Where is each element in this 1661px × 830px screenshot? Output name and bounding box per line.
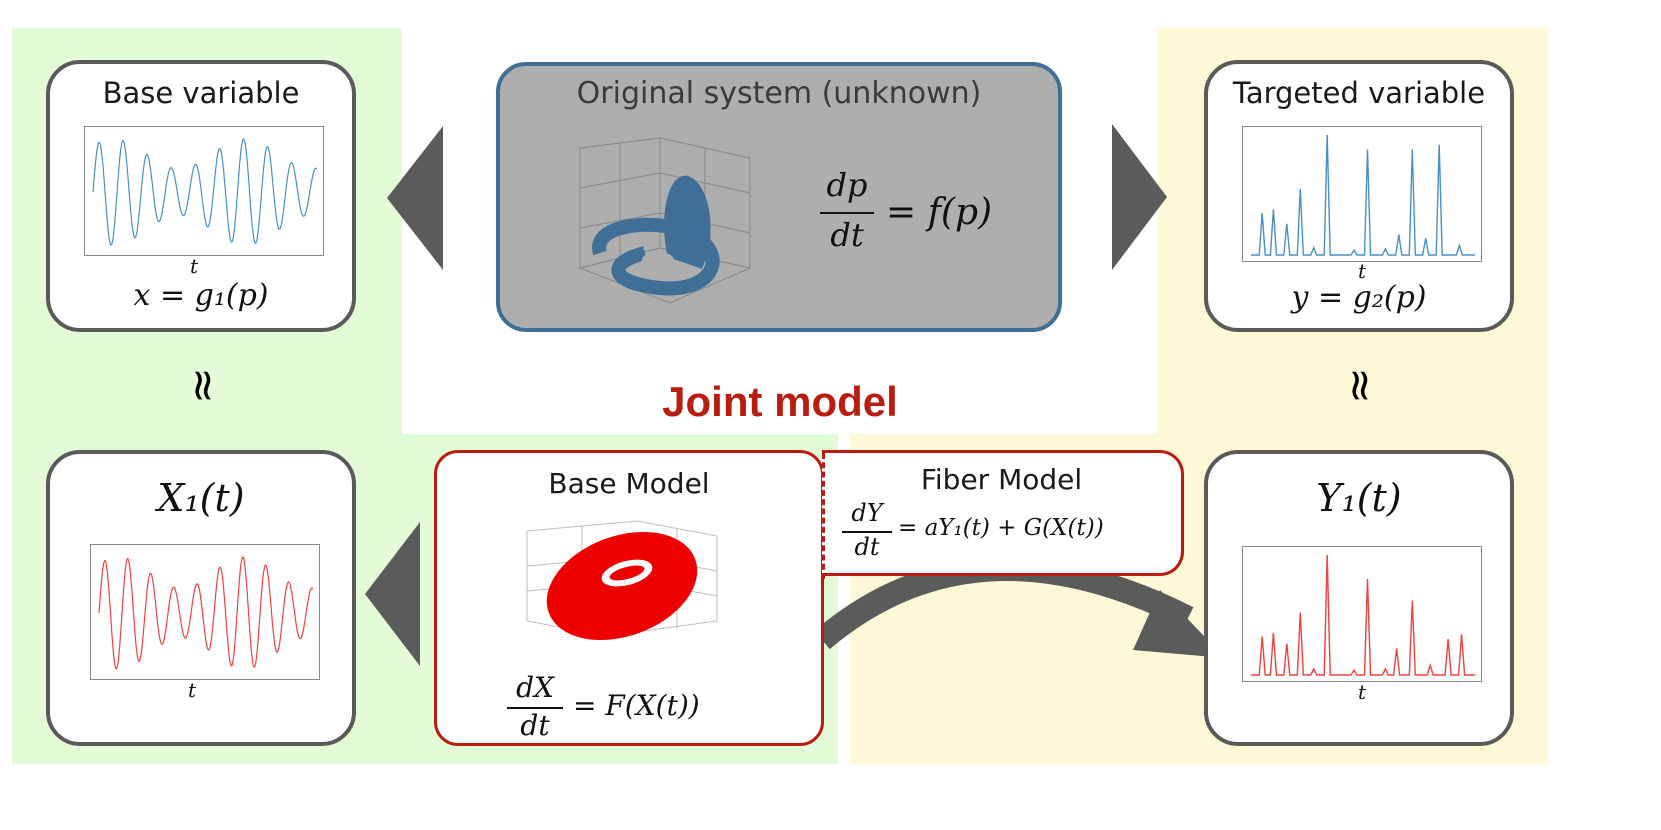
x1-card: X₁(t) t <box>46 450 356 746</box>
base-model-eq-denominator: dt <box>520 709 550 742</box>
base-variable-axis-label: t <box>190 254 199 278</box>
base-model-equation: dX dt = F(X(t)) <box>507 671 787 745</box>
targeted-variable-plot <box>1242 126 1482 262</box>
joint-model-label: Joint model <box>662 378 898 425</box>
base-variable-card: Base variable t x = g₁(p) <box>46 60 356 332</box>
approx-symbol-left: ≈ <box>177 367 229 404</box>
original-eq-fraction-bar <box>820 212 874 214</box>
attractor-3d-icon <box>578 137 752 304</box>
fiber-model-eq-rhs: = aY₁(t) + G(X(t)) <box>898 515 1104 541</box>
fiber-model-equation: dY dt = aY₁(t) + G(X(t)) <box>842 499 1178 573</box>
curved-arrow-head-icon <box>1133 590 1225 658</box>
left-triangle-arrow-icon <box>387 126 443 270</box>
attractor-3d-icon <box>526 520 718 641</box>
fiber-model-card: Fiber Model dY dt = aY₁(t) + G(X(t)) <box>822 450 1184 579</box>
fiber-model-eq-numerator: dY <box>851 499 883 527</box>
fiber-model-divider <box>822 453 825 579</box>
y1-axis-label: t <box>1358 680 1367 704</box>
original-eq-numerator: dp <box>826 166 868 204</box>
approx-symbol-right: ≈ <box>1334 367 1386 404</box>
base-model-eq-numerator: dX <box>516 671 554 704</box>
targeted-variable-axis-label: t <box>1358 259 1367 283</box>
fiber-model-eq-denominator: dt <box>854 533 880 561</box>
y1-card: Y₁(t) t <box>1204 450 1514 746</box>
right-triangle-arrow-icon <box>1112 124 1167 270</box>
x1-axis-label: t <box>188 678 197 702</box>
base-variable-equation: x = g₁(p) <box>133 278 269 313</box>
signal-line <box>98 556 314 670</box>
y1-title: Y₁(t) <box>1316 476 1402 520</box>
targeted-variable-signal <box>1251 134 1475 256</box>
fiber-model-eq-fraction-bar <box>842 531 892 533</box>
targeted-variable-title: Targeted variable <box>1232 76 1486 110</box>
x1-title: X₁(t) <box>157 476 245 520</box>
x1-plot <box>90 544 320 680</box>
base-variable-title: Base variable <box>102 76 300 110</box>
base-variable-plot <box>84 126 324 256</box>
original-system-title: Original system (unknown) <box>576 76 982 111</box>
base-model-card: Base Model dX dt = F(X(t)) <box>434 450 824 746</box>
targeted-variable-card: Targeted variable t y = g₂(p) <box>1204 60 1514 332</box>
base-variable-signal <box>92 138 318 246</box>
y1-signal <box>1251 554 1475 676</box>
original-equation: dp dt = f(p) <box>820 166 1040 256</box>
x1-signal <box>98 556 314 670</box>
original-eq-denominator: dt <box>830 216 864 254</box>
curved-arrow-icon <box>814 557 1194 650</box>
base-model-title: Base Model <box>548 467 710 500</box>
signal-line <box>1251 554 1475 676</box>
base-model-eq-fraction-bar <box>507 707 563 709</box>
base-model-eq-rhs: = F(X(t)) <box>573 689 700 722</box>
targeted-variable-equation: y = g₂(p) <box>1291 280 1427 315</box>
original-eq-rhs: = f(p) <box>886 192 993 233</box>
original-system-card: Original system (unknown) dp dt = f(p) <box>496 62 1062 332</box>
left-triangle-arrow-icon <box>365 522 420 666</box>
y1-plot <box>1242 546 1482 682</box>
fiber-model-title: Fiber Model <box>920 463 1083 496</box>
signal-line <box>92 138 318 246</box>
signal-line <box>1251 134 1475 256</box>
